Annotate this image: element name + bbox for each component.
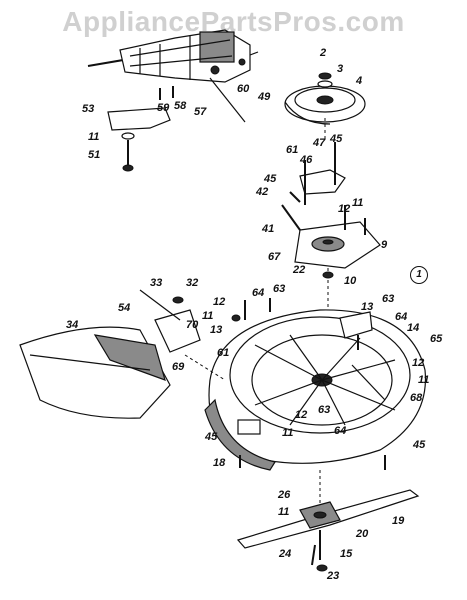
callout-42: 42	[256, 186, 269, 198]
callout-3: 3	[337, 63, 344, 75]
callout-13-a: 13	[210, 324, 223, 336]
callout-34: 34	[66, 319, 79, 331]
callout-63-a: 63	[273, 283, 286, 295]
callout-12-c: 12	[412, 357, 425, 369]
callout-45-b: 45	[264, 173, 277, 185]
callout-19: 19	[392, 515, 405, 527]
callout-13-b: 13	[361, 301, 374, 313]
callout-23: 23	[327, 570, 340, 582]
figure-number-circle: 1	[410, 266, 428, 284]
callout-53: 53	[82, 103, 95, 115]
chute-pivot-bracket	[154, 309, 201, 353]
callout-22: 22	[293, 264, 306, 276]
callout-45-d: 45	[413, 439, 426, 451]
callout-11-a: 11	[88, 131, 100, 143]
callout-54: 54	[118, 302, 131, 314]
callout-57: 57	[194, 106, 207, 118]
callout-41: 41	[262, 223, 275, 235]
idler-bracket	[299, 142, 346, 205]
callout-61-a: 61	[286, 144, 299, 156]
mower-deck-housing	[204, 309, 427, 471]
figure-number: 1	[416, 269, 422, 280]
callout-68: 68	[410, 392, 423, 404]
callout-20: 20	[356, 528, 369, 540]
callout-9: 9	[381, 239, 388, 251]
callout-60: 60	[237, 83, 250, 95]
callout-10: 10	[344, 275, 357, 287]
callout-12-d: 12	[295, 409, 308, 421]
callout-45-c: 45	[205, 431, 218, 443]
callout-4: 4	[356, 75, 363, 87]
callout-67: 67	[268, 251, 281, 263]
callout-11-b: 11	[352, 197, 364, 209]
callout-49: 49	[258, 91, 271, 103]
callout-51: 51	[88, 149, 101, 161]
callout-45-a: 45	[330, 133, 343, 145]
callout-64-a: 64	[252, 287, 265, 299]
bolt-51	[121, 132, 135, 172]
callout-69: 69	[172, 361, 185, 373]
callout-46: 46	[300, 154, 313, 166]
spindle-housing	[294, 205, 381, 269]
discharge-chute	[19, 326, 171, 419]
callout-11-d: 11	[418, 374, 430, 386]
bracket-plate	[107, 107, 171, 131]
callout-2: 2	[320, 47, 327, 59]
callout-70: 70	[186, 319, 199, 331]
callout-65: 65	[430, 333, 443, 345]
transmission-assembly	[87, 29, 259, 83]
callout-58: 58	[174, 100, 187, 112]
callout-47: 47	[313, 137, 326, 149]
callout-24: 24	[279, 548, 292, 560]
callout-11-c: 11	[202, 310, 214, 322]
callout-63-b: 63	[382, 293, 395, 305]
callout-18: 18	[213, 457, 226, 469]
callout-15: 15	[340, 548, 353, 560]
callout-33: 33	[150, 277, 163, 289]
callout-59: 59	[157, 102, 170, 114]
mower-blade	[236, 470, 420, 572]
callout-63-c: 63	[318, 404, 331, 416]
callout-26: 26	[278, 489, 291, 501]
callout-12-b: 12	[213, 296, 226, 308]
callout-11-e: 11	[282, 427, 294, 439]
callout-64-c: 64	[334, 425, 347, 437]
callout-64-b: 64	[395, 311, 408, 323]
callout-12-a: 12	[338, 203, 351, 215]
callout-32: 32	[186, 277, 199, 289]
callout-14: 14	[407, 322, 420, 334]
pulley-assembly	[284, 72, 366, 140]
callout-11-f: 11	[278, 506, 290, 518]
callout-61-b: 61	[217, 347, 230, 359]
